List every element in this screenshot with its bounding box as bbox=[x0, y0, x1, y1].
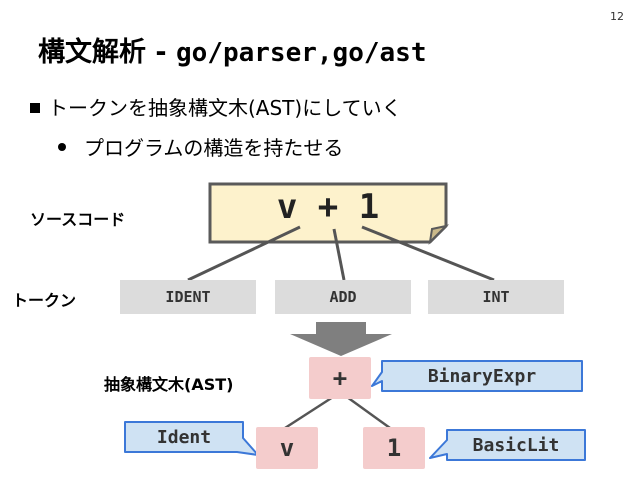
edge-root-right bbox=[346, 395, 391, 430]
page-number: 12 bbox=[610, 10, 624, 23]
bullet-level2-text: プログラムの構造を持たせる bbox=[84, 136, 344, 160]
title-jp: 構文解析 - bbox=[38, 37, 177, 68]
source-code-text: v + 1 bbox=[276, 187, 380, 227]
ast-node-left: v bbox=[256, 427, 318, 469]
bullet-level1: トークンを抽象構文木(AST)にしていく bbox=[30, 92, 402, 121]
callout-ident: Ident bbox=[156, 426, 212, 448]
callout-binaryexpr: BinaryExpr bbox=[427, 365, 537, 387]
token-int: INT bbox=[428, 280, 564, 314]
connector-int bbox=[361, 225, 495, 282]
connector-add bbox=[332, 228, 346, 281]
bullet-level1-text: トークンを抽象構文木(AST)にしていく bbox=[48, 96, 402, 120]
slide-title: 構文解析 - go/parser,go/ast bbox=[38, 30, 426, 69]
ast-label: 抽象構文木(AST) bbox=[104, 375, 234, 394]
round-bullet-icon bbox=[58, 143, 66, 151]
edge-root-left bbox=[284, 395, 334, 430]
ast-node-right: 1 bbox=[363, 427, 425, 469]
callout-binaryexpr-box bbox=[371, 360, 583, 392]
token-ident: IDENT bbox=[120, 280, 256, 314]
callout-basiclit: BasicLit bbox=[472, 434, 560, 456]
folded-corner-icon bbox=[428, 224, 450, 245]
down-arrow-icon bbox=[290, 322, 392, 356]
ast-node-root: + bbox=[309, 357, 371, 399]
square-bullet-icon bbox=[30, 103, 40, 113]
token-add: ADD bbox=[275, 280, 411, 314]
source-code-label: ソースコード bbox=[30, 210, 126, 229]
token-label: トークン bbox=[12, 291, 77, 310]
callout-basiclit-box bbox=[429, 429, 586, 461]
bullet-level2: プログラムの構造を持たせる bbox=[58, 132, 343, 161]
connector-ident bbox=[187, 225, 301, 282]
title-code: go/parser,go/ast bbox=[176, 38, 427, 68]
